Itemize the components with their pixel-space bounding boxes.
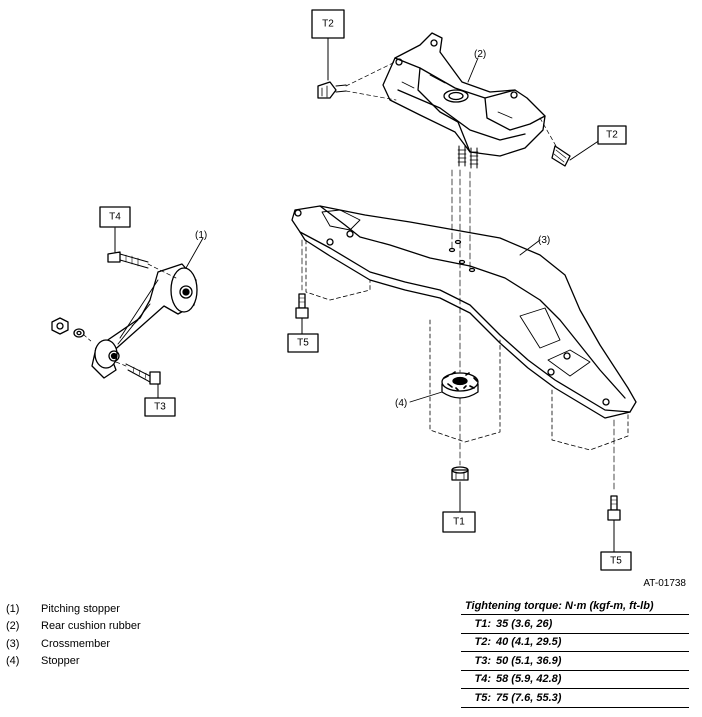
- t5-left-bolt: [295, 293, 309, 335]
- legend-name: Stopper: [41, 655, 80, 668]
- legend-name: Rear cushion rubber: [41, 620, 141, 633]
- legend-name: Pitching stopper: [41, 602, 120, 615]
- torque-table-header: Tightening torque: N·m (kgf-m, ft-lb): [461, 600, 689, 615]
- torque-code: T5:: [474, 691, 492, 704]
- torque-row: T3: 50 (5.1, 36.9): [461, 652, 689, 671]
- tag-t4: T4: [109, 212, 121, 223]
- torque-code: T1:: [474, 617, 492, 630]
- legend-number: (3): [6, 637, 20, 650]
- legend-number: (4): [6, 655, 20, 668]
- parts-legend: (1) Pitching stopper (2) Rear cushion ru…: [6, 600, 141, 670]
- legend-item: (3) Crossmember: [6, 635, 141, 653]
- torque-row: T4: 58 (5.9, 42.8): [461, 671, 689, 689]
- callout-crossmember: (3): [538, 235, 550, 246]
- torque-value: 58 (5.9, 42.8): [496, 673, 562, 686]
- pitching-stopper-part: [51, 227, 198, 399]
- torque-code: T4:: [474, 673, 492, 686]
- torque-table: Tightening torque: N·m (kgf-m, ft-lb) T1…: [461, 600, 689, 708]
- t1-nut: [451, 466, 469, 513]
- torque-code: T2:: [474, 636, 492, 649]
- figure-code: AT-01738: [643, 578, 686, 589]
- legend-name: Crossmember: [41, 637, 111, 650]
- torque-code: T3:: [474, 654, 492, 667]
- callout-pitching-stopper: (1): [195, 230, 207, 241]
- legend-item: (1) Pitching stopper: [6, 600, 141, 618]
- torque-value: 40 (4.1, 29.5): [496, 636, 562, 649]
- torque-row: T2: 40 (4.1, 29.5): [461, 634, 689, 652]
- stopper-part: [441, 371, 479, 399]
- tag-t1: T1: [453, 517, 465, 528]
- tag-t5-left: T5: [297, 338, 309, 349]
- legend-number: (2): [6, 620, 20, 633]
- callout-rear-cushion-rubber: (2): [474, 49, 486, 60]
- rear-cushion-rubber-part: [382, 32, 546, 169]
- torque-value: 75 (7.6, 55.3): [496, 691, 562, 704]
- tag-t2-left: T2: [322, 19, 334, 30]
- torque-row: T5: 75 (7.6, 55.3): [461, 689, 689, 708]
- legend-number: (1): [6, 602, 20, 615]
- t5-right-bolt: [607, 495, 621, 553]
- torque-value: 35 (3.6, 26): [496, 617, 553, 630]
- callout-stopper: (4): [395, 398, 407, 409]
- legend-item: (2) Rear cushion rubber: [6, 618, 141, 636]
- t2-right-bolt: [539, 117, 601, 167]
- legend-item: (4) Stopper: [6, 653, 141, 671]
- crossmember-part: [291, 169, 637, 491]
- t2-left-bolt: [317, 37, 397, 101]
- torque-value: 50 (5.1, 36.9): [496, 654, 562, 667]
- tag-t5-right: T5: [610, 556, 622, 567]
- tag-t3: T3: [154, 402, 166, 413]
- tag-t2-right: T2: [606, 130, 618, 141]
- torque-row: T1: 35 (3.6, 26): [461, 615, 689, 634]
